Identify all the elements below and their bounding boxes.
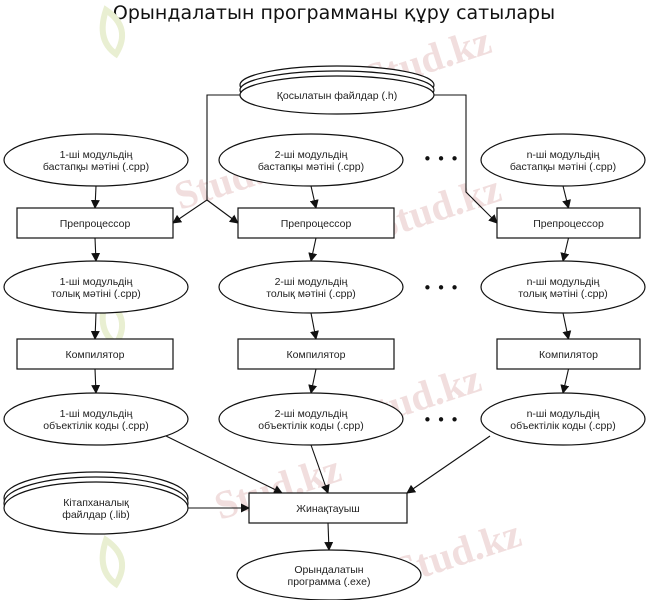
node-full1-label: 1-ші модульдің — [60, 276, 133, 288]
node-objn-label: n-ші модульдің — [527, 408, 600, 420]
node-obj1-ellipse — [3, 392, 189, 446]
node-pre1: Препроцессор — [16, 207, 174, 239]
node-comp2-label: Компилятор — [287, 349, 346, 361]
node-fulln-label: n-ші модульдің — [527, 276, 600, 288]
node-full1-label: толық мәтіні (.cpp) — [51, 288, 141, 300]
node-objn-ellipse — [480, 392, 646, 446]
node-libs-label: файлдар (.lib) — [62, 509, 130, 521]
node-exe-label: программа (.exe) — [288, 576, 371, 588]
ellipsis-marker: • • • — [423, 150, 459, 168]
node-obj2-label: 2-ші модульдің — [275, 408, 348, 420]
node-comp2-box — [237, 338, 395, 370]
node-libs-layer — [3, 481, 189, 535]
node-compn-label: Компилятор — [539, 349, 598, 361]
node-src2-ellipse — [218, 133, 404, 187]
node-linker: Жинақтауыш — [248, 492, 408, 524]
edge-headers-to-pren — [434, 94, 498, 224]
edge-comp1-to-obj1 — [91, 368, 101, 394]
node-pre1-label: Препроцессор — [60, 218, 131, 230]
logo-icon — [99, 535, 126, 589]
edge-headers-to-pre2 — [206, 199, 239, 224]
node-src1-label: бастапқы мәтіні (.cpp) — [43, 161, 149, 173]
node-pre2-label: Препроцессор — [281, 218, 352, 230]
node-libs-label: Кітапханалық — [63, 497, 129, 509]
edge-pre1-to-full1 — [91, 237, 101, 262]
node-src2-label: 2-ші модульдің — [275, 149, 348, 161]
node-objn-label: объектілік коды (.cpp) — [510, 420, 615, 432]
edge-fulln-to-compn — [562, 312, 572, 340]
node-pren: Препроцессор — [496, 207, 641, 239]
edge-srcn-to-pren — [562, 185, 571, 209]
node-pren-box — [496, 207, 641, 239]
edge-src1-to-pre1 — [90, 185, 100, 209]
node-srcn-ellipse — [480, 133, 646, 187]
node-full2-label: толық мәтіні (.cpp) — [266, 288, 356, 300]
edge-comp2-to-obj2 — [308, 368, 318, 394]
node-full2-label: 2-ші модульдің — [275, 276, 348, 288]
node-src1-label: 1-ші модульдің — [60, 149, 133, 161]
edge-objn-to-linker — [406, 435, 491, 494]
node-srcn-label: бастапқы мәтіні (.cpp) — [510, 161, 616, 173]
node-src1-ellipse — [3, 133, 189, 187]
node-linker-label: Жинақтауыш — [296, 503, 359, 515]
edge-headers-to-pre1 — [172, 94, 240, 224]
edge-obj2-to-linker — [310, 444, 330, 494]
edge-linker-to-exe — [324, 522, 334, 551]
edge-pren-to-fulln — [560, 237, 570, 262]
edge-pre2-to-full2 — [308, 237, 318, 262]
edge-compn-to-objn — [560, 368, 570, 394]
node-obj2-ellipse — [218, 392, 404, 446]
node-exe-label: Орындалатын — [294, 564, 363, 576]
edge-src2-to-pre2 — [309, 185, 319, 209]
page-title: Орындалатын программаны құру сатылары — [112, 2, 556, 24]
node-srcn-label: n-ші модульдің — [527, 149, 600, 161]
edge-layer — [90, 94, 572, 551]
node-headers-label: Қосылатын файлдар (.h) — [277, 90, 398, 102]
node-pre2: Препроцессор — [237, 207, 395, 239]
node-obj1-label: 1-ші модульдің — [60, 408, 133, 420]
node-layer: Қосылатын файлдар (.h)1-ші модульдіңбаст… — [3, 65, 646, 600]
node-pren-label: Препроцессор — [533, 218, 604, 230]
ellipsis-marker: • • • — [423, 411, 459, 429]
logo-icon — [99, 5, 126, 59]
node-pre2-box — [237, 207, 395, 239]
node-compn-box — [496, 338, 641, 370]
node-fulln-ellipse — [480, 260, 646, 314]
node-src2-label: бастапқы мәтіні (.cpp) — [258, 161, 364, 173]
ellipsis-marker: • • • — [423, 279, 459, 297]
node-comp1: Компилятор — [16, 338, 174, 370]
edge-full2-to-comp2 — [310, 312, 319, 340]
node-compn: Компилятор — [496, 338, 641, 370]
node-comp2: Компилятор — [237, 338, 395, 370]
node-headers-layer — [239, 75, 435, 115]
node-pre1-box — [16, 207, 174, 239]
edge-full1-to-comp1 — [90, 312, 100, 340]
edge-obj1-to-linker — [165, 435, 283, 494]
node-exe-ellipse — [236, 549, 422, 600]
node-fulln-label: толық мәтіні (.cpp) — [518, 288, 608, 300]
node-obj1-label: объектілік коды (.cpp) — [43, 420, 148, 432]
node-headers: Қосылатын файлдар (.h) — [239, 65, 435, 115]
node-full1-ellipse — [3, 260, 189, 314]
node-linker-box — [248, 492, 408, 524]
ellipsis-layer: • • • • • • • • • — [423, 150, 459, 429]
node-full2-ellipse — [218, 260, 404, 314]
node-obj2-label: объектілік коды (.cpp) — [258, 420, 363, 432]
node-comp1-box — [16, 338, 174, 370]
node-comp1-label: Компилятор — [66, 349, 125, 361]
